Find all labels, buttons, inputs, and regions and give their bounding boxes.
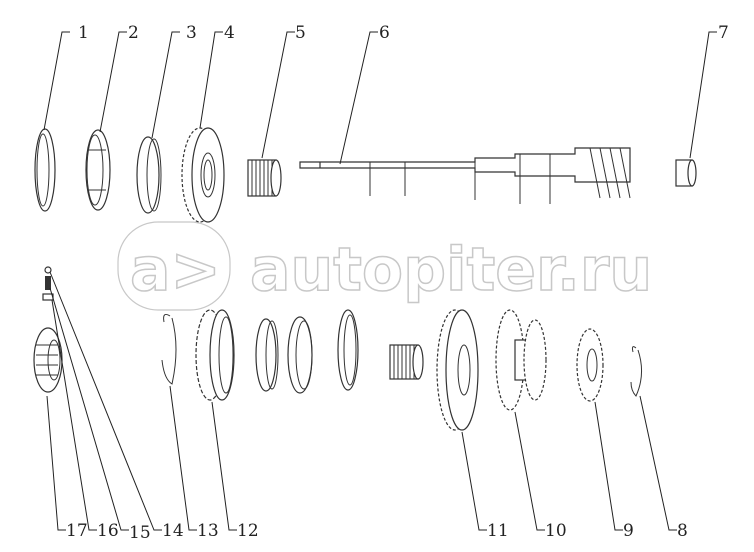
callout-14: 14	[162, 521, 184, 541]
callout-3: 3	[186, 23, 197, 43]
callout-16: 16	[97, 521, 119, 541]
callout-11: 11	[487, 521, 509, 541]
watermark-logo-frame	[117, 221, 231, 311]
part-needle-bearing-lower	[389, 344, 424, 380]
callout-9: 9	[623, 521, 634, 541]
callout-6: 6	[379, 23, 390, 43]
watermark: a> autopiter.ru	[117, 221, 653, 311]
part-snap-ring-lower	[337, 309, 359, 391]
part-14-spring-pin	[42, 266, 54, 301]
callout-labels: 1 2 3 4 5 6 7 17 16 15 14 13 12 11 10 9 …	[66, 23, 729, 543]
part-synchro-ring-lower	[287, 316, 313, 394]
callout-15: 15	[129, 523, 151, 543]
watermark-logo: a>	[130, 235, 221, 305]
part-3-cone-ring	[136, 136, 162, 214]
watermark-text: autopiter.ru	[250, 235, 652, 305]
part-13-snap-ring	[161, 314, 177, 385]
callout-12: 12	[237, 521, 259, 541]
callout-2: 2	[128, 23, 139, 43]
part-12-synchro-sleeve	[195, 309, 235, 401]
part-2-synchro-ring	[85, 129, 111, 211]
part-6-main-shaft	[299, 147, 631, 204]
callout-1: 1	[78, 23, 89, 43]
callout-8: 8	[677, 521, 688, 541]
part-4-gear	[181, 127, 225, 223]
part-7-bushing	[675, 159, 697, 187]
callout-17: 17	[66, 521, 88, 541]
part-cone-ring-lower	[255, 318, 279, 392]
callout-5: 5	[295, 23, 306, 43]
callout-4: 4	[224, 23, 235, 43]
part-5-needle-bearing	[247, 159, 282, 197]
part-8-snap-ring	[630, 346, 642, 397]
callout-13: 13	[197, 521, 219, 541]
part-9-gear	[576, 328, 604, 402]
part-11-gear	[436, 309, 479, 431]
callout-10: 10	[545, 521, 567, 541]
part-1-snap-ring	[34, 128, 56, 212]
part-10-double-gear	[495, 309, 547, 411]
leader-lines	[43, 31, 717, 531]
callout-7: 7	[718, 23, 729, 43]
